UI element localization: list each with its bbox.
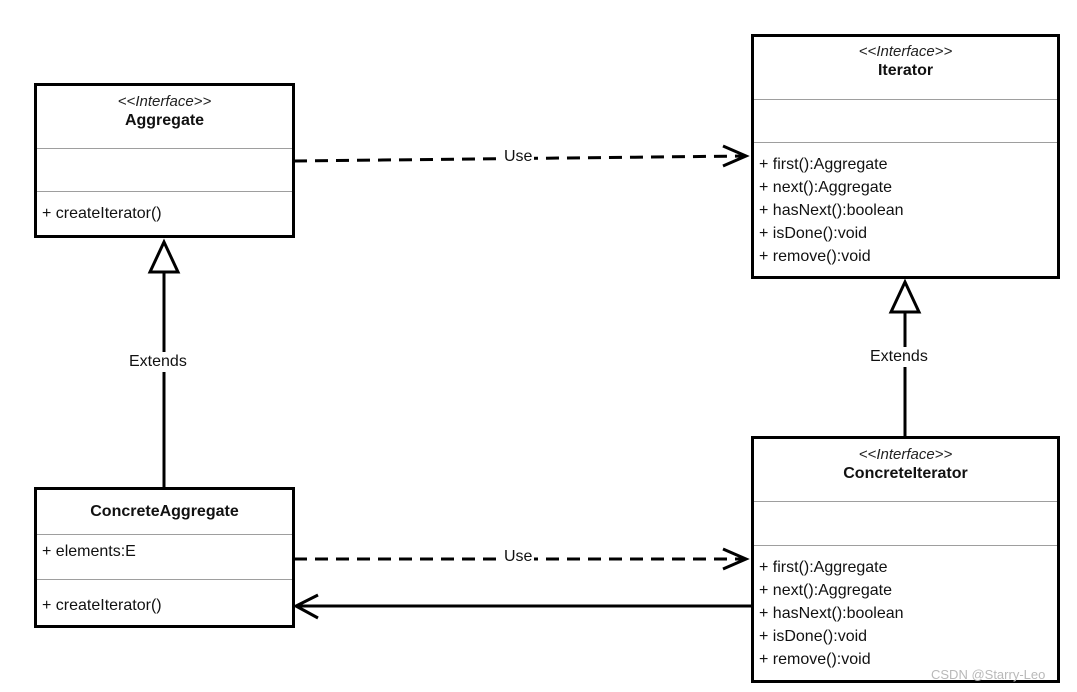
attributes-separator (754, 99, 1057, 100)
stereotype-label: <<Interface>> (858, 446, 953, 463)
method-item: + first():Aggregate (759, 559, 888, 576)
method-item: + isDone():void (759, 225, 868, 242)
methods-separator (37, 191, 292, 192)
class-name: Iterator (877, 62, 934, 79)
attribute-item: + elements:E (42, 543, 136, 560)
extends-label-left: Extends (127, 352, 189, 372)
aggregate-class-box[interactable]: <<Interface>> Aggregate + createIterator… (34, 83, 295, 238)
methods-separator (37, 579, 292, 580)
use-label-top: Use (502, 147, 535, 167)
stereotype-label: <<Interface>> (117, 93, 212, 110)
use-dependency-line-top (293, 154, 745, 163)
extends-label-right: Extends (868, 347, 930, 367)
generalization-triangle-right (888, 278, 922, 314)
methods-separator (754, 545, 1057, 546)
attributes-separator (37, 148, 292, 149)
method-item: + remove():void (759, 248, 871, 265)
attributes-separator (37, 534, 292, 535)
method-item: + isDone():void (759, 628, 868, 645)
watermark-text: CSDN @Starry-Leo (931, 667, 1046, 682)
association-arrowhead (292, 593, 319, 620)
iterator-class-box[interactable]: <<Interface>> Iterator + first():Aggrega… (751, 34, 1060, 279)
generalization-triangle-left (147, 238, 181, 274)
method-item: + createIterator() (42, 205, 162, 222)
method-item: + createIterator() (42, 597, 162, 614)
attributes-separator (754, 501, 1057, 502)
method-item: + hasNext():boolean (759, 202, 904, 219)
stereotype-label: <<Interface>> (858, 43, 953, 60)
open-arrowhead-bottom (722, 547, 750, 571)
class-name: Aggregate (124, 112, 205, 129)
method-item: + remove():void (759, 651, 871, 668)
class-name: ConcreteAggregate (90, 503, 239, 520)
open-arrowhead-top (722, 144, 750, 168)
method-item: + first():Aggregate (759, 156, 888, 173)
methods-separator (754, 142, 1057, 143)
concrete-iterator-class-box[interactable]: <<Interface>> ConcreteIterator + first()… (751, 436, 1060, 683)
method-item: + next():Aggregate (759, 582, 892, 599)
concrete-aggregate-class-box[interactable]: ConcreteAggregate + elements:E + createI… (34, 487, 295, 628)
class-name: ConcreteIterator (843, 465, 968, 482)
method-item: + hasNext():boolean (759, 605, 904, 622)
use-label-bottom: Use (502, 547, 535, 567)
method-item: + next():Aggregate (759, 179, 892, 196)
